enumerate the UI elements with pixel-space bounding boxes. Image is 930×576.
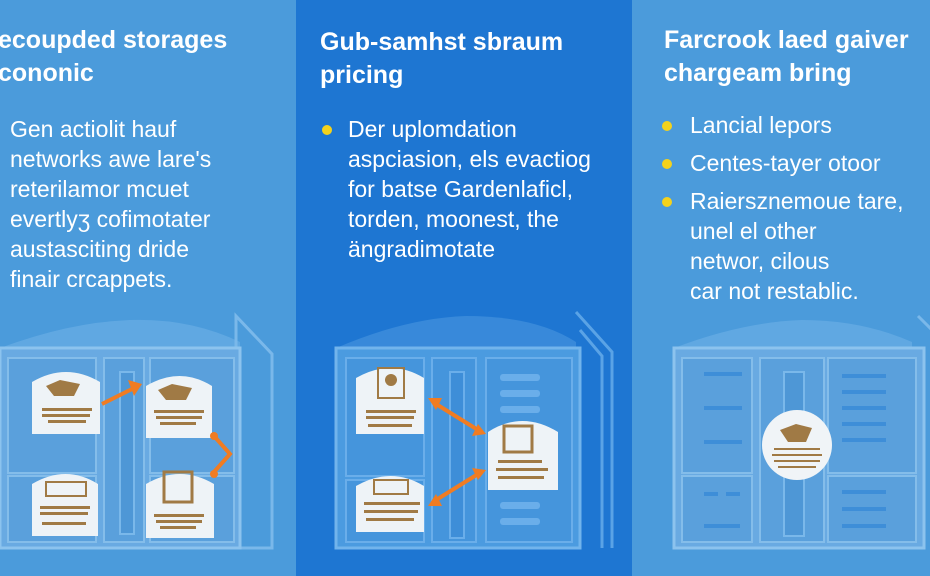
panel-title: Farcrook laed gaiver chargeam bring (664, 24, 909, 90)
panel-title: Gub-samhst sbraum pricing (320, 26, 563, 92)
bullet-line: car not restablic. (690, 278, 859, 304)
flow-arrow (101, 380, 142, 406)
bullet-line: for batse Gardenlaficl, (348, 176, 574, 202)
shelf-lines (500, 374, 540, 525)
bullet-line: Der uplomdation (348, 116, 517, 142)
cabinet-roof (674, 320, 912, 350)
panel-title: ecoupded storages cononic (0, 24, 227, 90)
storage-cabinet-illustration (334, 310, 614, 550)
bullet-line: networ, cilous (690, 248, 830, 274)
document-badge (762, 410, 832, 480)
document-card (356, 476, 424, 532)
shelf-lines (704, 372, 886, 528)
bullet-dot-icon (662, 121, 672, 131)
document-card (356, 367, 424, 434)
panel-sub-pricing: Gub-samhst sbraum pricing Der uplomdatio… (296, 0, 632, 576)
cabinet-drawer-strip (119, 371, 135, 535)
bullet-line: aspciasion, els evactiog (348, 146, 591, 172)
cabinet-drawer-strip (449, 371, 465, 539)
body-line: reterilamor mcuet (10, 176, 189, 202)
panel-title-line: Gub-samhst sbraum (320, 28, 564, 56)
cabinet-side-door (574, 310, 614, 548)
cabinet-compartment (681, 357, 753, 474)
panel-title-line: cononic (0, 59, 94, 87)
bullet-item: Lancial lepors (690, 112, 832, 138)
document-card (146, 470, 214, 538)
body-line: networks awe lare's (10, 146, 212, 172)
document-card (488, 421, 558, 490)
panel-title-line: ecoupded storages (0, 26, 228, 54)
body-line: austasciting dride (10, 236, 189, 262)
flow-arrow (428, 398, 486, 436)
flow-arrow (428, 468, 486, 506)
storage-cabinet-illustration (0, 312, 274, 550)
bullet-line: unel el other (690, 218, 817, 244)
body-line: evertlyʒ cofimotater (10, 206, 211, 232)
panel-body-text: Gen actiolit hauf networks awe lare's re… (10, 114, 211, 294)
bullet-dot-icon (662, 159, 672, 169)
panel-title-line: Farcrook laed gaiver (664, 26, 909, 54)
body-line: finair crcappets. (10, 266, 173, 292)
bullet-item: Centes-tayer otoor (690, 150, 881, 176)
bullet-item: Raiersznemoue tare, unel el other networ… (690, 186, 904, 306)
body-line: Gen actiolit hauf (10, 116, 177, 142)
panel-title-line: chargeam bring (664, 59, 852, 87)
panel-decoupled-storage: ecoupded storages cononic Gen actiolit h… (0, 0, 296, 576)
flow-arrow (210, 432, 233, 478)
bullet-dot-icon (322, 125, 332, 135)
bullet-line: torden, moonest, the (348, 206, 559, 232)
cabinet-side-door (916, 314, 930, 331)
cabinet-compartment (681, 475, 753, 543)
bullet-item: Der uplomdation aspciasion, els evactiog… (348, 114, 591, 264)
cabinet-roof (336, 316, 576, 350)
bullet-dot-icon (662, 197, 672, 207)
document-card (32, 474, 98, 536)
document-card (146, 376, 212, 438)
document-card (32, 372, 100, 434)
cabinet-roof (0, 319, 240, 350)
bullet-line: Raiersznemoue tare, (690, 188, 904, 214)
storage-cabinet-illustration (672, 314, 930, 550)
bullet-line: ängradimotate (348, 236, 496, 262)
panel-far-crook: Farcrook laed gaiver chargeam bring Lanc… (632, 0, 930, 576)
panel-title-line: pricing (320, 61, 404, 89)
